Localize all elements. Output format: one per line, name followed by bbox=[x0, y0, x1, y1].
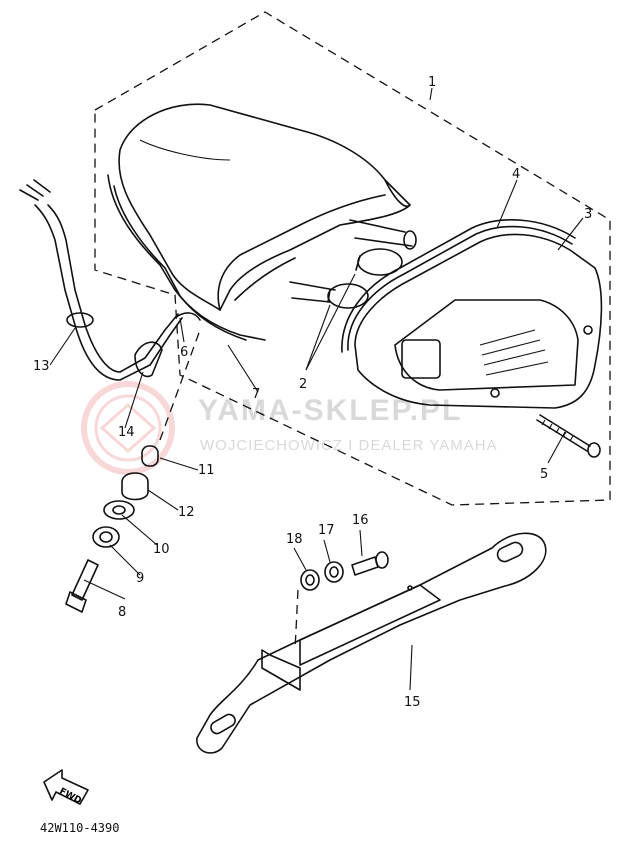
license-bracket bbox=[196, 532, 547, 754]
watermark-logo bbox=[81, 381, 175, 475]
bracket-fasteners bbox=[300, 551, 389, 591]
callout-10: 10 bbox=[153, 542, 170, 557]
callout-3: 3 bbox=[584, 207, 592, 222]
callout-5: 5 bbox=[540, 467, 548, 482]
callout-7: 7 bbox=[252, 387, 260, 402]
diagram-code: 42W110-4390 bbox=[40, 821, 119, 835]
callout-13: 13 bbox=[33, 359, 50, 374]
assembly-boundary bbox=[94, 11, 611, 506]
callout-18: 18 bbox=[286, 532, 303, 547]
callout-8: 8 bbox=[118, 605, 126, 620]
callout-14: 14 bbox=[118, 425, 135, 440]
callout-17: 17 bbox=[318, 523, 335, 538]
fwd-label: FWD bbox=[57, 787, 82, 807]
mounting-hardware bbox=[65, 445, 159, 613]
taillight-housing bbox=[107, 103, 411, 341]
watermark-brand: YAMA-SKLEP.PL bbox=[198, 394, 462, 427]
wire-harness bbox=[19, 179, 201, 381]
callout-16: 16 bbox=[352, 513, 369, 528]
lens-screw bbox=[536, 414, 601, 458]
callout-9: 9 bbox=[136, 571, 144, 586]
callout-2: 2 bbox=[299, 377, 307, 392]
callout-4: 4 bbox=[512, 167, 520, 182]
callout-labels: 1 2 3 4 5 6 7 8 9 10 11 12 13 14 15 16 1… bbox=[33, 75, 592, 710]
callout-6: 6 bbox=[180, 345, 188, 360]
callout-12: 12 bbox=[178, 505, 195, 520]
fwd-arrow-icon: FWD bbox=[43, 769, 89, 807]
callout-1: 1 bbox=[428, 75, 436, 90]
watermark-subtitle: WOJCIECHOWICZ I DEALER YAMAHA bbox=[200, 437, 498, 454]
callout-15: 15 bbox=[404, 695, 421, 710]
callout-11: 11 bbox=[198, 463, 215, 478]
bulbs bbox=[289, 219, 417, 309]
lens bbox=[341, 219, 603, 409]
leader-lines bbox=[49, 87, 584, 691]
